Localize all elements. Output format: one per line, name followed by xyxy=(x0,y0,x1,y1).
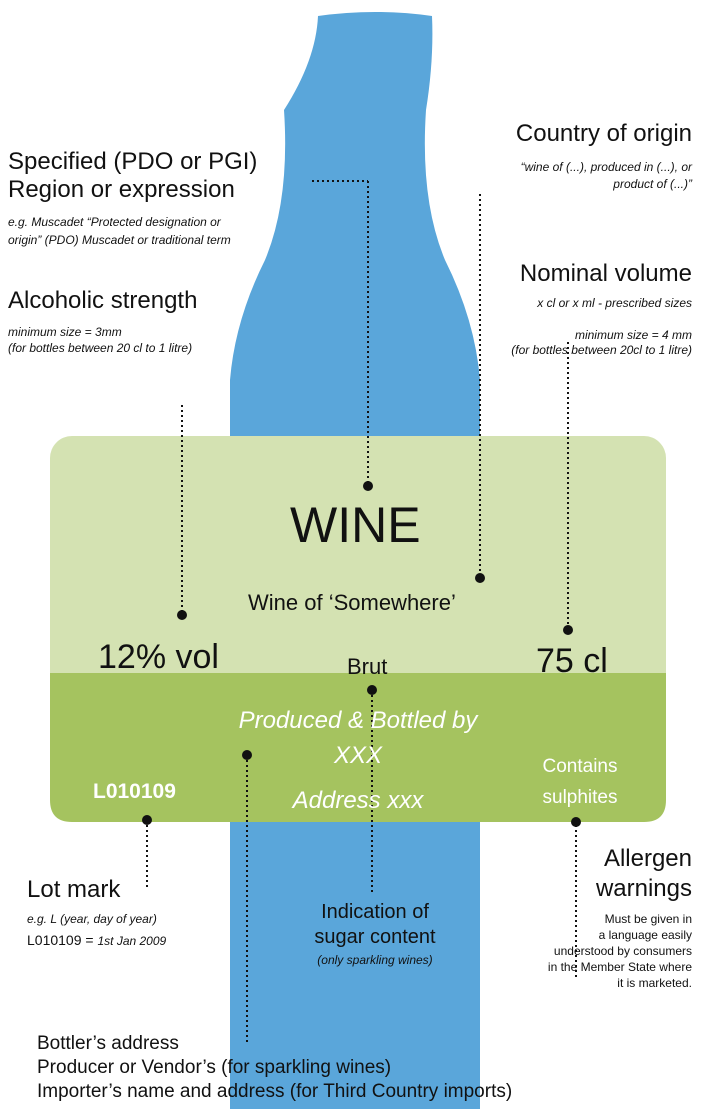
label-bottom-panel xyxy=(50,673,666,822)
sugar-note: (only sparkling wines) xyxy=(317,953,433,967)
allergen-note1: Must be given in xyxy=(604,912,692,926)
label-volume: 75 cl xyxy=(536,642,608,680)
leader-dots xyxy=(142,481,581,827)
allergen-note4: in the Member State where xyxy=(547,960,692,974)
sugar-title-line1: Indication of xyxy=(321,901,429,923)
nominal-note3: (for bottles between 20cl to 1 litre) xyxy=(511,343,692,357)
lot-note: e.g. L (year, day of year) xyxy=(27,912,157,926)
specified-title-line1: Specified (PDO or PGI) xyxy=(8,148,258,175)
country-title: Country of origin xyxy=(515,120,692,147)
allergen-title-line1: Allergen xyxy=(603,845,692,872)
label-produced-line1: Produced & Bottled by xyxy=(238,707,478,734)
lot-example-date: 1st Jan 2009 xyxy=(97,934,167,948)
dot-country xyxy=(475,573,485,583)
leader-lines xyxy=(146,180,577,1045)
dot-alcohol xyxy=(177,610,187,620)
country-note-line2: product of (...)” xyxy=(613,177,692,191)
lot-example: L010109 = 1st Jan 2009 xyxy=(27,932,166,948)
specified-note-line2: origin” (PDO) Muscadet or traditional te… xyxy=(8,233,231,247)
lot-example-separator: = xyxy=(81,932,98,948)
alcohol-note1: minimum size = 3mm xyxy=(8,325,122,339)
bottler-line2: Producer or Vendor’s (for sparkling wine… xyxy=(37,1057,392,1078)
dot-nominal xyxy=(563,625,573,635)
nominal-note2: minimum size = 4 mm xyxy=(574,328,692,342)
dot-bottler xyxy=(242,750,252,760)
bottler-line1: Bottler’s address xyxy=(37,1033,179,1054)
lot-example-code: L010109 xyxy=(27,932,82,948)
label-wine: WINE xyxy=(290,497,421,553)
specified-title-line2: Region or expression xyxy=(8,176,235,203)
label-sugar: Brut xyxy=(347,654,388,679)
dot-sugar xyxy=(367,685,377,695)
bottler-line3: Importer’s name and address (for Third C… xyxy=(37,1081,513,1102)
allergen-note2: a language easily xyxy=(598,928,692,942)
allergen-title-line2: warnings xyxy=(595,875,692,902)
allergen-note3: understood by consumers xyxy=(553,944,692,958)
dot-lot xyxy=(142,815,152,825)
alcohol-note2: (for bottles between 20 cl to 1 litre) xyxy=(8,341,193,355)
label-contains-line1: Contains xyxy=(542,756,618,777)
label-origin: Wine of ‘Somewhere’ xyxy=(248,590,456,615)
specified-note-line1: e.g. Muscadet “Protected designation or xyxy=(8,215,221,229)
label-top-panel xyxy=(50,436,666,704)
lot-title: Lot mark xyxy=(27,876,121,903)
nominal-title: Nominal volume xyxy=(519,260,692,287)
label-alcohol: 12% vol xyxy=(98,638,219,676)
alcohol-title: Alcoholic strength xyxy=(8,287,198,314)
label-contains-line2: sulphites xyxy=(542,787,618,808)
dot-specified xyxy=(363,481,373,491)
label-produced-line2: XXX xyxy=(333,742,383,769)
dot-allergen xyxy=(571,817,581,827)
country-note-line1: “wine of (...), produced in (...), or xyxy=(520,160,692,174)
label-lot: L010109 xyxy=(93,780,176,803)
sugar-title-line2: sugar content xyxy=(314,926,436,948)
nominal-note1: x cl or x ml - prescribed sizes xyxy=(537,296,692,310)
label-produced-line3: Address xxx xyxy=(292,787,424,814)
allergen-note5: it is marketed. xyxy=(617,976,692,990)
